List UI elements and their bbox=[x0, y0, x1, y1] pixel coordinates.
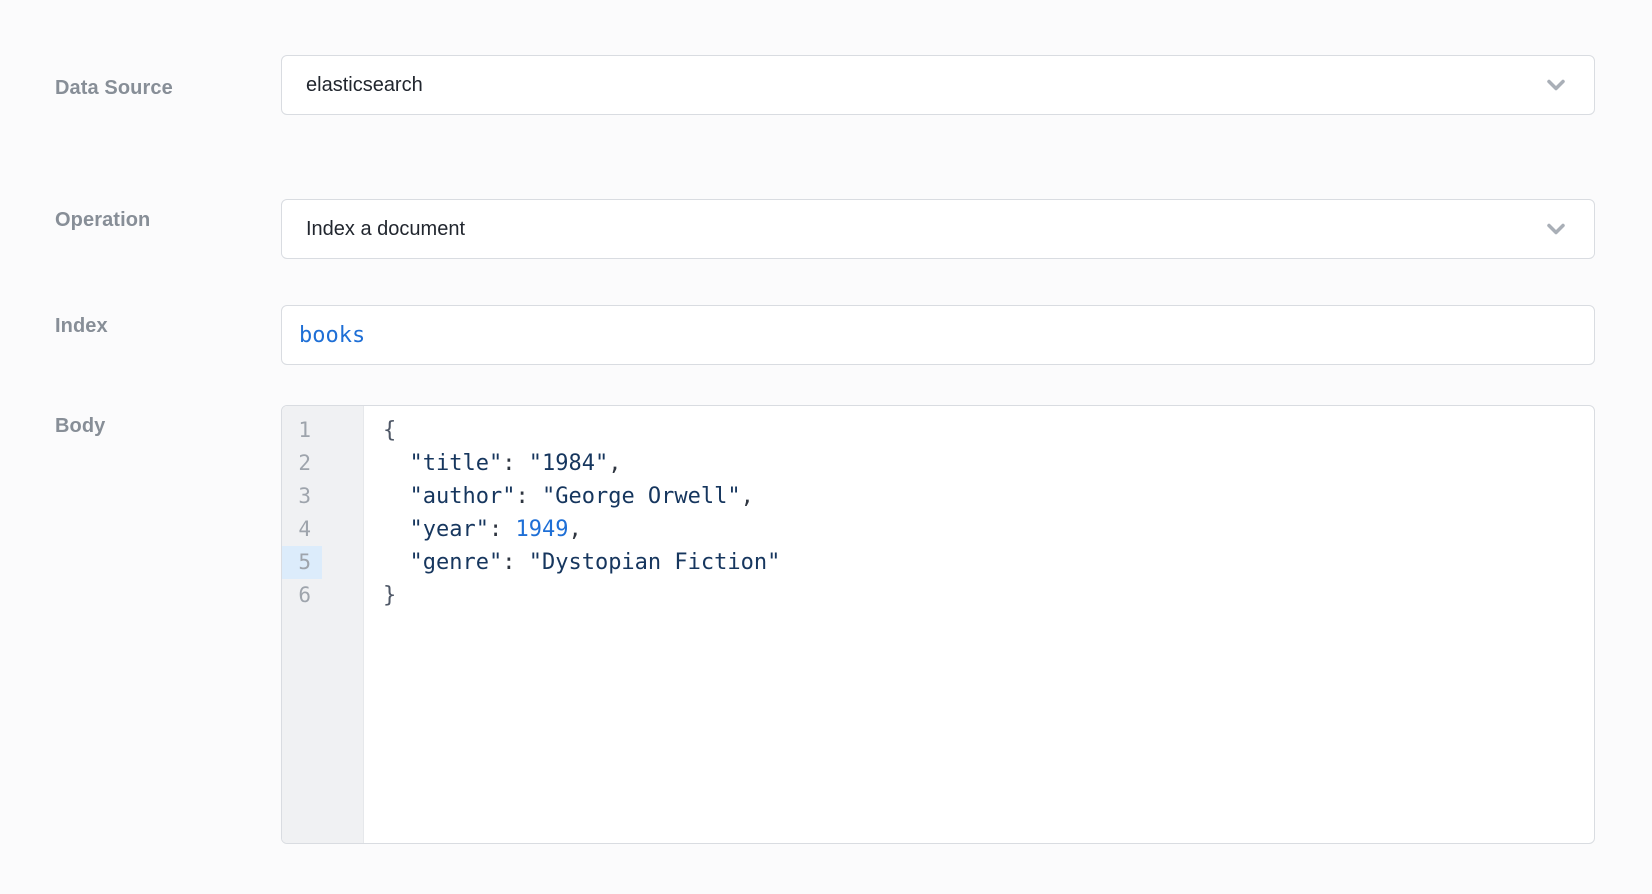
editor-line-number: 4 bbox=[298, 517, 311, 541]
form-row-operation: Operation Index a document bbox=[55, 199, 1595, 259]
editor-code-line: "year": 1949, bbox=[409, 517, 582, 542]
editor-code-line: "title": "1984", bbox=[409, 451, 622, 476]
operation-selected-value: Index a document bbox=[306, 217, 465, 240]
editor-line-number: 6 bbox=[298, 583, 311, 607]
form-row-data-source: Data Source elasticsearch bbox=[55, 55, 1595, 115]
editor-code-line: "genre": "Dystopian Fiction" bbox=[409, 550, 781, 575]
data-source-select[interactable]: elasticsearch bbox=[281, 55, 1595, 115]
index-label: Index bbox=[55, 315, 108, 337]
editor-line-number: 3 bbox=[298, 484, 311, 508]
editor-line-number: 5 bbox=[282, 546, 322, 579]
index-input-value: books bbox=[299, 322, 366, 348]
operation-select[interactable]: Index a document bbox=[281, 199, 1595, 259]
editor-line-number: 1 bbox=[298, 418, 311, 442]
form-row-index: Index books bbox=[55, 305, 1595, 365]
body-code-editor[interactable]: 1 2 3 4 5 6 { "title": "1984", "author": "Geo… bbox=[281, 405, 1595, 844]
operation-label: Operation bbox=[55, 209, 151, 231]
editor-gutter: 1 2 3 4 5 6 bbox=[282, 406, 364, 843]
body-label: Body bbox=[55, 415, 106, 437]
editor-code[interactable]: { "title": "1984", "author": "George Orw… bbox=[364, 406, 1594, 843]
editor-line-number: 2 bbox=[298, 451, 311, 475]
chevron-down-icon bbox=[1542, 215, 1570, 243]
editor-code-line: { bbox=[383, 418, 397, 443]
chevron-down-icon bbox=[1542, 71, 1570, 99]
form-row-body: Body 1 2 3 4 5 6 { "title": "1984", "author":… bbox=[55, 405, 1595, 844]
editor-code-line: } bbox=[383, 583, 397, 608]
data-source-selected-value: elasticsearch bbox=[306, 73, 423, 96]
editor-code-line: "author": "George Orwell", bbox=[409, 484, 754, 509]
data-source-label: Data Source bbox=[55, 77, 173, 99]
query-editor-form: Data Source elasticsearch Operation Inde… bbox=[55, 55, 1595, 844]
index-input[interactable]: books bbox=[281, 305, 1595, 365]
